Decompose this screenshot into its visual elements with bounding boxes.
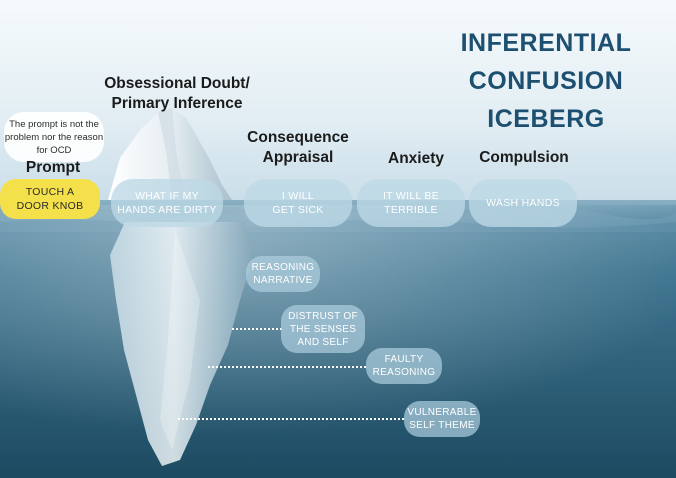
- heading-obsessional-line-2: Primary Inference: [111, 95, 243, 112]
- step-compulsion-pill: WASH HANDS: [469, 179, 577, 227]
- faulty-line-2: REASONING: [372, 367, 436, 378]
- title-line-2: CONFUSION: [468, 67, 624, 95]
- reasoning-narrative-line-1: REASONING: [251, 262, 315, 273]
- distrust-line-1: DISTRUST OF: [288, 310, 358, 322]
- step-consequence-line-2: GET SICK: [272, 204, 324, 216]
- prompt-note: The prompt is not the problem nor the re…: [4, 112, 104, 162]
- step-anxiety-line-1: IT WILL BE: [382, 190, 440, 202]
- step-compulsion-line-1: WASH HANDS: [486, 197, 560, 209]
- reasoning-narrative-pill: REASONING NARRATIVE: [246, 256, 320, 292]
- step-obsessional-line-1: WHAT IF MY: [135, 190, 199, 202]
- step-consequence-pill: I WILL GET SICK: [244, 179, 352, 227]
- heading-compulsion: Compulsion: [479, 149, 569, 166]
- title-line-3: ICEBERG: [487, 105, 605, 133]
- faulty-line-1: FAULTY: [384, 354, 424, 365]
- prompt-note-text: The prompt is not the problem nor the re…: [4, 118, 104, 156]
- heading-consequence-line-1: Consequence: [247, 129, 349, 146]
- connector-faulty: [208, 366, 366, 368]
- step-prompt-line-1: TOUCH A: [25, 186, 75, 198]
- heading-consequence-appraisal: Consequence Appraisal: [238, 128, 358, 168]
- connector-distrust: [232, 328, 282, 330]
- distrust-line-2: THE SENSES: [289, 323, 357, 335]
- vulnerable-line-1: VULNERABLE: [407, 407, 477, 418]
- step-anxiety-line-2: TERRIBLE: [384, 204, 438, 216]
- vulnerable-line-2: SELF THEME: [409, 420, 475, 431]
- heading-obsessional-doubt: Obsessional Doubt/ Primary Inference: [94, 74, 260, 114]
- step-anxiety-pill: IT WILL BE TERRIBLE: [357, 179, 465, 227]
- heading-anxiety: Anxiety: [388, 150, 444, 167]
- distrust-pill: DISTRUST OF THE SENSES AND SELF: [281, 305, 365, 353]
- distrust-line-3: AND SELF: [297, 336, 349, 348]
- faulty-reasoning-pill: FAULTY REASONING: [366, 348, 442, 384]
- vulnerable-self-pill: VULNERABLE SELF THEME: [404, 401, 480, 437]
- heading-obsessional-line-1: Obsessional Doubt/: [104, 75, 250, 92]
- connector-vulnerable: [178, 418, 404, 420]
- diagram-title: INFERENTIAL CONFUSION ICEBERG: [448, 24, 644, 138]
- reasoning-narrative-line-2: NARRATIVE: [253, 275, 313, 286]
- heading-prompt: Prompt: [25, 159, 81, 176]
- step-prompt-line-2: DOOR KNOB: [16, 200, 84, 212]
- title-line-1: INFERENTIAL: [460, 29, 632, 57]
- heading-consequence-line-2: Appraisal: [262, 149, 334, 166]
- step-obsessional-pill: WHAT IF MY HANDS ARE DIRTY: [111, 179, 223, 227]
- step-obsessional-line-2: HANDS ARE DIRTY: [117, 204, 217, 216]
- step-consequence-line-1: I WILL: [281, 190, 315, 202]
- step-prompt-pill: TOUCH A DOOR KNOB: [0, 179, 100, 219]
